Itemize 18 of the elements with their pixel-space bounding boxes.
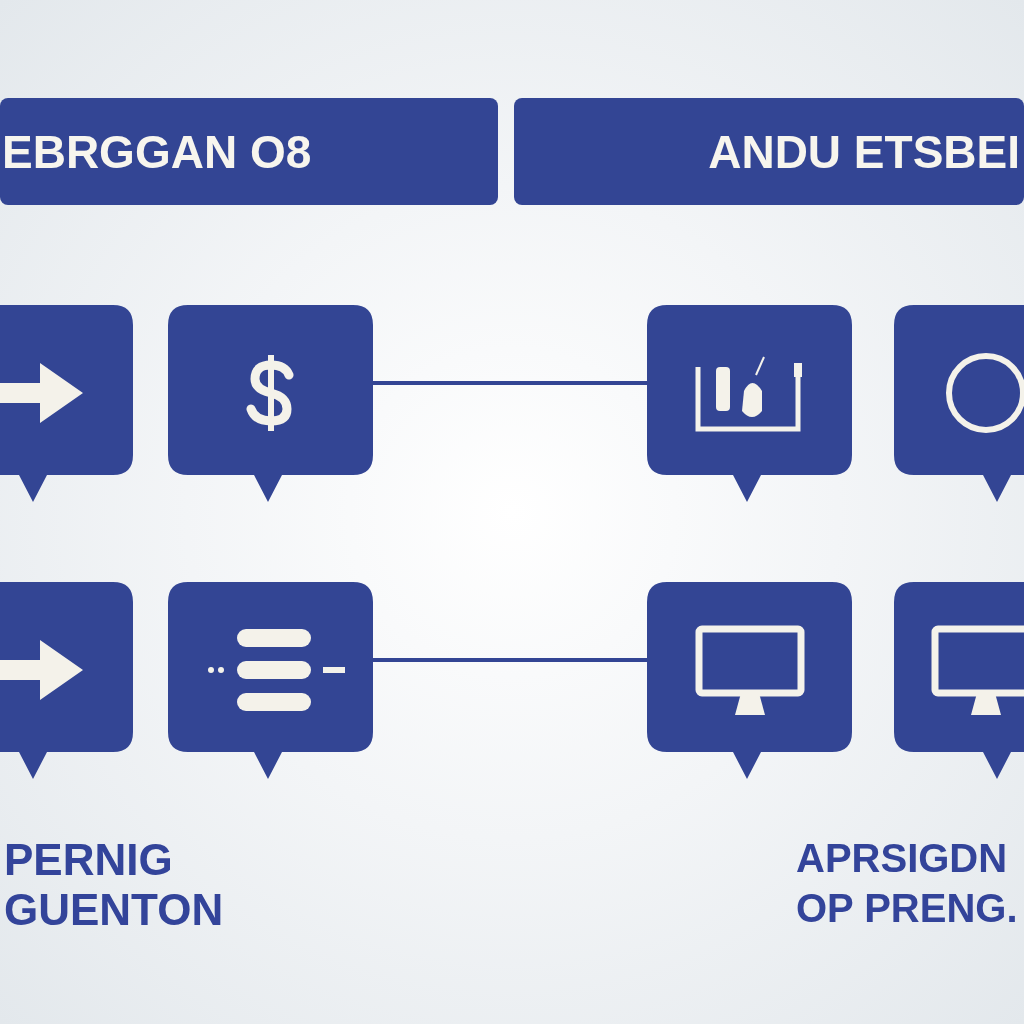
caption-text: OP PRENG. (796, 888, 1018, 928)
banner-title: EBRGGAN O8 (2, 124, 312, 179)
speech-bubble (168, 305, 373, 502)
header-banner (0, 98, 498, 205)
connector-line (373, 381, 647, 385)
banner-title: ANDU ETSBEI (708, 124, 1020, 179)
speech-bubble (647, 582, 852, 779)
speech-bubble (0, 305, 133, 502)
speech-bubble (894, 305, 1024, 502)
caption-text: GUENTON (4, 888, 224, 932)
speech-bubble (894, 582, 1024, 779)
caption-text: PERNIG (4, 838, 173, 882)
connector-line (373, 658, 647, 662)
speech-bubble (168, 582, 373, 779)
speech-bubble (647, 305, 852, 502)
header-banner (514, 98, 1024, 205)
speech-bubble (0, 582, 133, 779)
caption-text: APRSIGDN (796, 838, 1008, 878)
